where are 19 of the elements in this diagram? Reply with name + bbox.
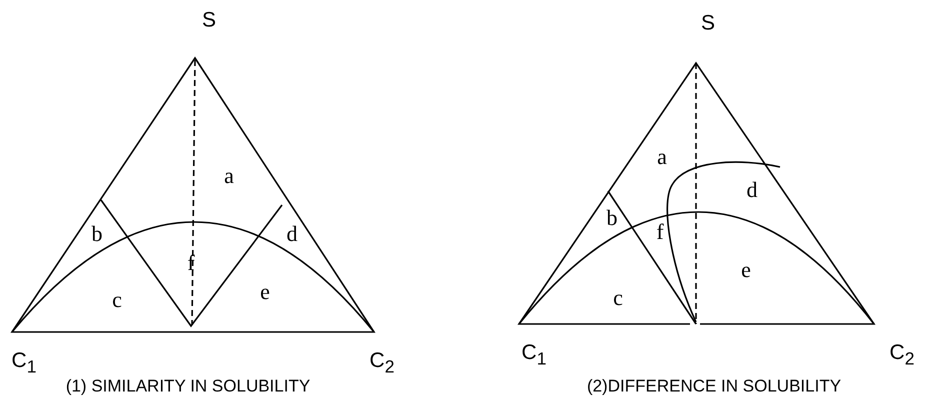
vertex-label: C$_{1}$ — [522, 342, 546, 368]
region-label: e — [260, 281, 270, 303]
region-label: a — [224, 165, 234, 187]
region-label: a — [657, 146, 667, 168]
caption: (2)DIFFERENCE IN SOLUBILITY — [586, 378, 842, 394]
vertex-label: C$_{2}$ — [370, 350, 394, 376]
vertex-label: C$_{1}$ — [12, 350, 36, 376]
region-label: b — [606, 207, 618, 229]
region-label: c — [613, 287, 623, 309]
region-label: d — [286, 223, 298, 245]
vertex-label: S — [701, 12, 715, 34]
region-label: f — [656, 221, 664, 243]
vertex-label: S — [202, 10, 216, 30]
vertex-label: C$_{2}$ — [890, 342, 914, 368]
region-label: e — [741, 259, 751, 281]
caption: (1) SIMILARITY IN SOLUBILITY — [66, 378, 310, 394]
region-label: c — [112, 289, 122, 311]
region-label: d — [746, 179, 758, 201]
region-label: b — [92, 223, 102, 245]
